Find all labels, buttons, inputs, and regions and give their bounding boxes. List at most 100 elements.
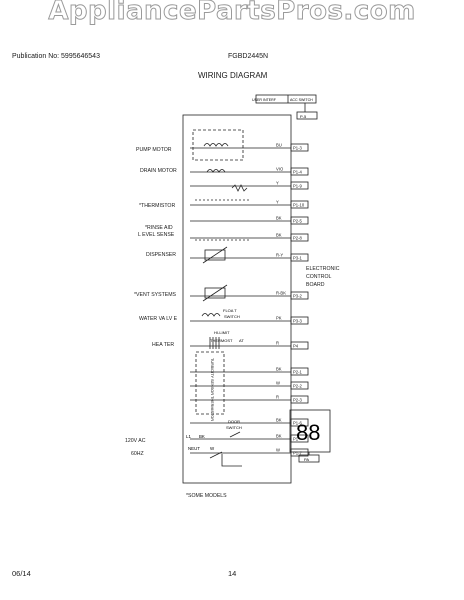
wire-color-label: BU (276, 143, 282, 148)
user-interface-label: USER INTERF (252, 98, 277, 102)
label-vent-systems: *VENT SYSTEMS (134, 292, 176, 298)
wire-color-label: R-Y (276, 253, 283, 258)
label-rinse-aid: *RINSE AID (145, 225, 173, 231)
heater-element (209, 337, 220, 349)
wire-color-label: R-BK (276, 291, 286, 296)
connector-pin (290, 167, 309, 176)
connector-pin (290, 253, 309, 262)
pa-label: PA (304, 457, 309, 462)
wire-color-label: Y (276, 181, 279, 186)
neutral-switch (209, 451, 242, 467)
connector-pin (290, 143, 309, 152)
connector-pin-label: P3-3 (293, 319, 303, 324)
connector-pin (290, 418, 309, 427)
wire-color-label: PK (276, 316, 282, 321)
neut-label: NEUT (188, 446, 200, 451)
turbidity-sensor-box (195, 351, 225, 415)
wire-color-label: BK (276, 367, 282, 372)
wire-color-label: R (276, 395, 279, 400)
publication-number: Publication No: 5995646543 (12, 53, 100, 60)
board-label-line-3: BOARD (306, 282, 325, 288)
connector-pin (290, 341, 309, 350)
connector-pin-label: P3-2 (293, 294, 303, 299)
footer-page-number: 14 (228, 569, 237, 578)
label-heater: HEA TER (152, 342, 175, 348)
pump-motor-box (192, 129, 244, 161)
connector-pin (290, 448, 309, 457)
label-line-voltage: 120V AC (125, 438, 146, 444)
label-water-valve: WATER VA LV E (139, 316, 178, 322)
water-valve-coil (201, 313, 221, 317)
connector-pin-label: P2-8 (293, 236, 303, 241)
acc-switch-label: ACC SWITCH (290, 98, 313, 102)
connector-pin (290, 381, 309, 390)
board-label-line-2: CONTROL (306, 274, 332, 280)
connector-pin-label: P1-6 (293, 421, 303, 426)
wire-color-label: R (276, 341, 279, 346)
display-digits: 88 (296, 420, 320, 445)
connector-pin-label: P2-1 (293, 370, 303, 375)
dispenser-symbol (204, 249, 226, 261)
connector-pin-label: P2-2 (293, 384, 303, 389)
door-switch-label-2: SWITCH (226, 425, 242, 430)
connector-pin (290, 291, 309, 300)
label-pump-motor: PUMP MOTOR (136, 147, 172, 153)
door-switch-contact (229, 431, 241, 438)
wire-color-label: W (276, 448, 280, 453)
connector-pin-label: P2-5 (293, 219, 303, 224)
p5-label: P-5 (300, 114, 307, 119)
l1-label: L1 (186, 434, 191, 439)
some-models-note: *SOME MODELS (186, 493, 227, 499)
wire-color-label: BK (276, 418, 282, 423)
connector-pin-label: P1 (293, 437, 299, 442)
connector-pin (290, 200, 309, 209)
watermark-logo: AppliancePartsPros.com (48, 0, 416, 27)
wire-color-label: Y (276, 200, 279, 205)
drain-motor-coil (206, 169, 226, 173)
label-line-frequency: 60HZ (131, 451, 144, 457)
at-label: AT (239, 338, 244, 343)
connector-pin-label: P1-3 (293, 146, 303, 151)
connector-pin (290, 395, 309, 404)
label-drain-motor: DRAIN MOTOR (140, 168, 177, 174)
connector-pin-label: P1-9 (293, 184, 303, 189)
thermistor-symbol (231, 184, 248, 192)
hi-limit-label-1: HI-LIMIT (214, 330, 230, 335)
connector-p5 (296, 111, 318, 120)
wire-color-label: VIO (276, 167, 284, 172)
board-label-line-1: ELECTRONIC (306, 266, 340, 272)
label-level-sense: L EVEL SENSE (138, 232, 175, 238)
vent-symbol (204, 287, 226, 299)
connector-pin (290, 367, 309, 376)
connector-pin (290, 216, 309, 225)
display-panel (289, 409, 331, 453)
connector-pin (290, 434, 309, 443)
bk-label: BK (199, 434, 205, 439)
connector-pin (290, 181, 309, 190)
footer-date: 06/14 (12, 569, 31, 578)
wire-color-label: BK (276, 434, 282, 439)
label-dispenser: DISPENSER (146, 252, 176, 258)
hi-limit-label-2: THERMOST (210, 338, 233, 343)
float-switch-label-2: SWITCH (224, 314, 240, 319)
wire-color-label: BK (276, 216, 282, 221)
model-number: FGBD2445N (228, 53, 269, 60)
label-thermistor: *THERMISTOR (139, 203, 176, 209)
connector-pin-label: P1-10 (293, 203, 305, 208)
wire-color-label: BK (276, 233, 282, 238)
connector-pin-label: P2-3 (293, 398, 303, 403)
w-label: W (210, 446, 215, 451)
connector-pin-label: P3-1 (293, 256, 303, 261)
connector-pin-label: P1-7 (293, 451, 303, 456)
turbidity-sensor-label: TURBIDITY SENSOR THERMISTOR (210, 358, 214, 421)
connector-pin (290, 233, 309, 242)
float-switch-label-1: FLOA T (223, 308, 237, 313)
connector-pin-label: P1-4 (293, 170, 303, 175)
pump-motor-coil (203, 143, 229, 147)
page-title: WIRING DIAGRAM (198, 71, 268, 80)
connector-pin-label: P4 (293, 344, 299, 349)
wire-color-label: W (276, 381, 280, 386)
connector-pin (290, 316, 309, 325)
door-switch-label-1: DOOR (228, 419, 240, 424)
